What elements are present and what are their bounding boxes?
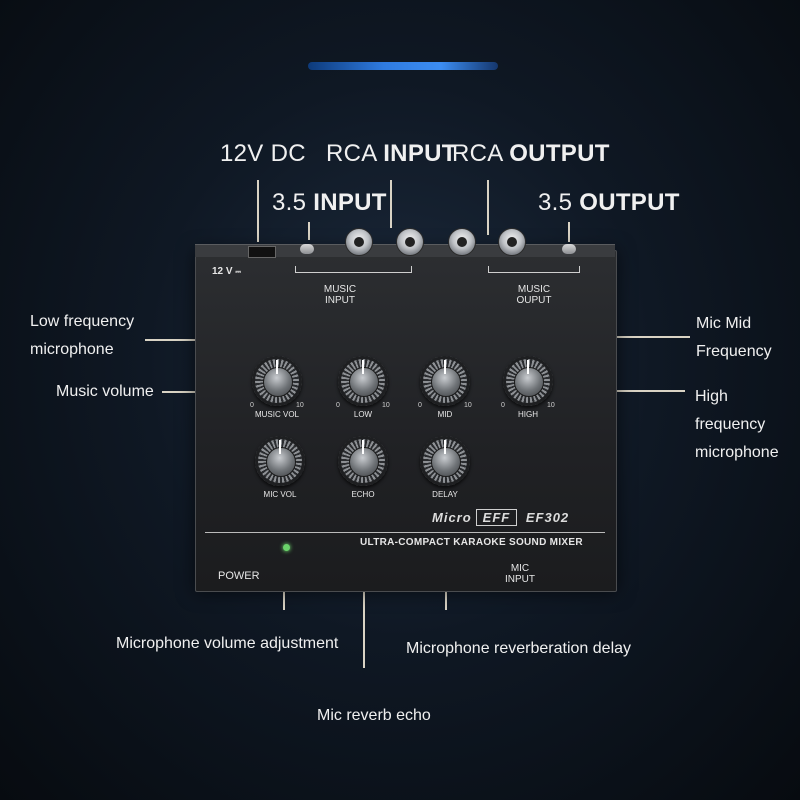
mixer-device xyxy=(195,250,617,592)
high-min: 0 xyxy=(501,402,505,409)
low-label: LOW xyxy=(353,410,373,419)
callout-music-volume: Music volume xyxy=(56,383,154,400)
leader-rca-input xyxy=(390,180,392,228)
low-knob[interactable] xyxy=(338,356,388,406)
leader-35-output xyxy=(568,222,570,242)
callout-reverb-echo: Mic reverb echo xyxy=(317,707,431,724)
brand-divider xyxy=(205,532,605,533)
mid-min: 0 xyxy=(418,402,422,409)
callout-rca-input: RCA INPUT xyxy=(326,140,457,167)
echo-knob[interactable] xyxy=(338,436,388,486)
music-vol-knob[interactable] xyxy=(252,356,302,406)
power-label: POWER xyxy=(218,570,260,582)
leader-12v-dc xyxy=(257,180,259,242)
delay-label: DELAY xyxy=(432,490,458,499)
rca-input-left-jack[interactable] xyxy=(345,228,373,256)
leader-rca-output xyxy=(487,180,489,235)
rca-output-right-jack[interactable] xyxy=(498,228,526,256)
music-vol-min: 0 xyxy=(250,402,254,409)
high-label: HIGH xyxy=(518,410,538,419)
music-output-bracket xyxy=(488,266,580,273)
power-rating-label: 12 V ⎓ xyxy=(212,266,241,277)
leader-high xyxy=(563,390,685,392)
callout-mic-volume-adjustment: Microphone volume adjustment xyxy=(116,635,339,652)
high-max: 10 xyxy=(547,402,555,409)
35-input-jack[interactable] xyxy=(300,244,314,254)
callout-35-input: 3.5 INPUT xyxy=(272,189,387,216)
music-input-bracket xyxy=(295,266,412,273)
callout-12v-dc: 12V DC xyxy=(220,140,306,167)
echo-label: ECHO xyxy=(351,490,375,499)
mid-max: 10 xyxy=(464,402,472,409)
mic-vol-knob[interactable] xyxy=(255,436,305,486)
music-vol-max: 10 xyxy=(296,402,304,409)
callout-reverb-delay: Microphone reverberation delay xyxy=(406,640,632,657)
low-max: 10 xyxy=(382,402,390,409)
mid-knob[interactable] xyxy=(420,356,470,406)
rca-input-right-jack[interactable] xyxy=(396,228,424,256)
mic-vol-label: MIC VOL xyxy=(263,490,297,499)
mid-label: MID xyxy=(437,410,453,419)
callout-rca-output: RCA OUTPUT xyxy=(452,140,610,167)
rca-output-left-jack[interactable] xyxy=(448,228,476,256)
delay-knob[interactable] xyxy=(420,436,470,486)
leader-35-input xyxy=(308,222,310,240)
callout-35-output: 3.5 OUTPUT xyxy=(538,189,680,216)
dc-power-port[interactable] xyxy=(248,246,276,258)
accent-bar xyxy=(308,62,498,70)
low-min: 0 xyxy=(336,402,340,409)
35-output-jack[interactable] xyxy=(562,244,576,254)
power-led-icon xyxy=(283,544,290,551)
product-subtitle: ULTRA-COMPACT KARAOKE SOUND MIXER xyxy=(360,537,583,548)
music-vol-label: MUSIC VOL xyxy=(254,410,299,419)
high-knob[interactable] xyxy=(503,356,553,406)
